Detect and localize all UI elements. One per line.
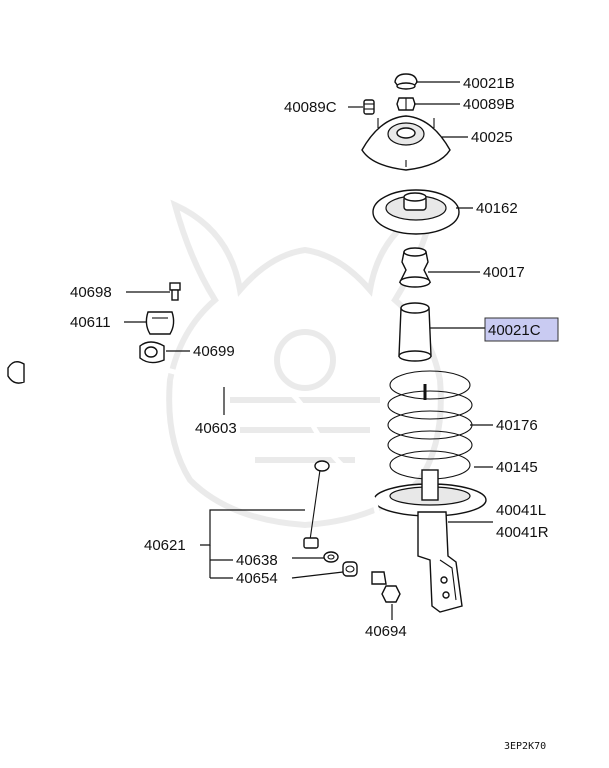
label-40162[interactable]: 40162 <box>476 200 518 217</box>
part-40025-strut-mount[interactable] <box>361 115 451 171</box>
part-40654-bushing[interactable] <box>342 561 358 577</box>
label-40089C[interactable]: 40089C <box>284 99 337 116</box>
label-40698[interactable]: 40698 <box>70 284 112 301</box>
label-40021B[interactable]: 40021B <box>463 75 515 92</box>
part-40699-bushing[interactable] <box>139 341 165 364</box>
label-40638[interactable]: 40638 <box>236 552 278 569</box>
part-40638-washer[interactable] <box>323 551 339 563</box>
label-40699[interactable]: 40699 <box>193 343 235 360</box>
label-40176[interactable]: 40176 <box>496 417 538 434</box>
part-40089C-nut[interactable] <box>363 99 375 115</box>
part-40017-bump-stop[interactable] <box>398 247 432 288</box>
part-40621-stabilizer-link[interactable] <box>303 460 330 549</box>
part-40021B-cap[interactable] <box>394 73 418 90</box>
leader-lines <box>124 81 493 620</box>
diagram-code: 3EP2K70 <box>504 741 546 752</box>
label-40694[interactable]: 40694 <box>365 623 407 640</box>
label-40017[interactable]: 40017 <box>483 264 525 281</box>
part-40611-clamp[interactable] <box>145 311 175 335</box>
label-40025[interactable]: 40025 <box>471 129 513 146</box>
part-40162-spring-seat[interactable] <box>372 189 460 235</box>
part-labels: 40021B 40089B 40089C 40025 40162 40017 4… <box>70 75 549 752</box>
label-40021C[interactable]: 40021C <box>488 322 541 339</box>
label-40041R[interactable]: 40041R <box>496 524 549 541</box>
part-40089B-nut[interactable] <box>396 97 416 111</box>
part-40694-nut[interactable] <box>381 585 401 603</box>
highlight-box <box>484 317 559 342</box>
part-40176-coil-spring[interactable] <box>387 370 473 480</box>
part-40021C-dust-boot[interactable] <box>398 302 432 362</box>
part-40698-bolt[interactable] <box>169 282 181 301</box>
label-40611[interactable]: 40611 <box>70 314 111 331</box>
watermark-logo <box>166 199 444 529</box>
part-40041-strut-assembly[interactable] <box>417 469 463 613</box>
label-40654[interactable]: 40654 <box>236 570 278 587</box>
label-40621[interactable]: 40621 <box>144 537 186 554</box>
label-40145[interactable]: 40145 <box>496 459 538 476</box>
part-40603-stabilizer-bar[interactable] <box>7 346 387 585</box>
label-40041L[interactable]: 40041L <box>496 502 546 519</box>
label-40089B[interactable]: 40089B <box>463 96 515 113</box>
label-40603[interactable]: 40603 <box>195 420 237 437</box>
